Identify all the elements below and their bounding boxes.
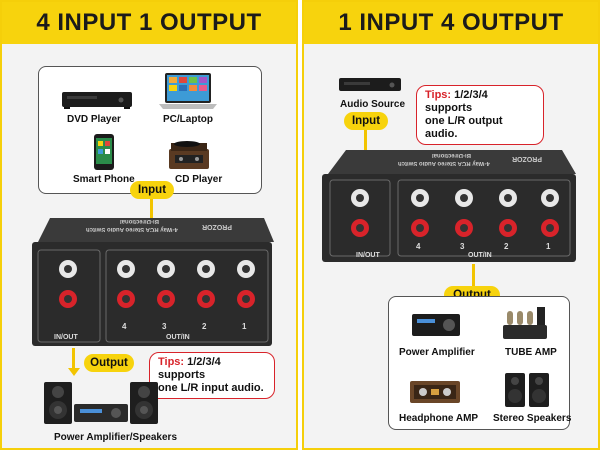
port-2-label: 2 xyxy=(202,322,207,331)
dvd-player-icon xyxy=(62,92,132,109)
right-panel: 1 INPUT 4 OUTPUT Audio Source Tips: 1/2/… xyxy=(302,0,600,450)
right-switch-model-line1: Bi-Directional xyxy=(432,152,472,158)
in-out-label: IN/OUT xyxy=(54,334,78,341)
tube-amp-icon xyxy=(503,307,547,339)
right-input-pill: Input xyxy=(344,112,388,130)
power-amplifier-icon xyxy=(412,314,460,336)
left-title: 4 INPUT 1 OUTPUT xyxy=(36,9,262,36)
smart-phone-label: Smart Phone xyxy=(73,174,135,185)
port-3-label: 3 xyxy=(162,322,167,331)
right-banner: 1 INPUT 4 OUTPUT xyxy=(304,2,598,44)
left-banner: 4 INPUT 1 OUTPUT xyxy=(2,2,296,44)
switch-model-line1: Bi-Directional xyxy=(120,218,160,224)
tube-amp-label: TUBE AMP xyxy=(505,347,557,358)
port-1-label: 1 xyxy=(242,322,247,331)
right-tip-box: Tips: 1/2/3/4 supports one L/R output au… xyxy=(416,85,544,145)
right-audio-switch xyxy=(322,150,576,262)
switch-model-line2: 4-Way RCA Stereo Audio Switch xyxy=(86,226,178,232)
left-tip-box: Tips: 1/2/3/4 supports one L/R input aud… xyxy=(149,352,275,399)
right-input-arrow-line xyxy=(364,112,367,176)
right-port-3-label: 3 xyxy=(460,242,465,251)
dvd-player-label: DVD Player xyxy=(67,114,121,125)
right-port-4-label: 4 xyxy=(416,242,421,251)
output-device-label: Power Amplifier/Speakers xyxy=(54,432,178,443)
stereo-speakers-icon xyxy=(505,373,549,407)
right-in-out-label: IN/OUT xyxy=(356,252,380,259)
right-title: 1 INPUT 4 OUTPUT xyxy=(338,9,564,36)
audio-switch-front xyxy=(32,218,274,346)
out-in-label: OUT/IN xyxy=(166,334,190,341)
source-devices-box: DVD Player PC/Laptop xyxy=(38,66,262,194)
left-tip-line2: one L/R input audio. xyxy=(158,382,264,394)
right-tip-line1: 1/2/3/4 supports xyxy=(425,89,488,114)
right-output-arrow-line xyxy=(472,264,475,290)
output-arrow-line xyxy=(72,348,75,370)
right-port-1-label: 1 xyxy=(546,242,551,251)
switch-brand: PROZOR xyxy=(202,223,232,230)
left-tip-prefix: Tips: xyxy=(158,356,185,368)
left-tip-line1: 1/2/3/4 supports xyxy=(158,356,221,381)
right-out-in-label: OUT/IN xyxy=(468,252,492,259)
headphone-amp-icon xyxy=(410,381,460,403)
input-pill: Input xyxy=(130,181,174,199)
stereo-speakers-label: Stereo Speakers xyxy=(493,413,572,424)
output-arrow-head xyxy=(67,368,80,376)
right-switch-model-line2: 4-Way RCA Stereo Audio Switch xyxy=(398,160,490,166)
pc-laptop-label: PC/Laptop xyxy=(163,114,213,125)
power-amplifier-label: Power Amplifier xyxy=(399,347,475,358)
audio-source-label: Audio Source xyxy=(340,99,406,110)
right-port-2-label: 2 xyxy=(504,242,509,251)
output-pill: Output xyxy=(84,354,134,372)
headphone-amp-label: Headphone AMP xyxy=(399,413,479,424)
speakers-amp-icon xyxy=(44,382,158,424)
laptop-icon xyxy=(159,73,217,109)
port-4-label: 4 xyxy=(122,322,127,331)
audio-source-icon xyxy=(339,78,401,91)
cd-player-icon xyxy=(169,141,209,169)
smartphone-icon xyxy=(94,134,114,170)
input-arrow-line xyxy=(150,194,153,228)
right-tip-line2: one L/R output audio. xyxy=(425,115,503,140)
right-tip-prefix: Tips: xyxy=(425,89,452,101)
cd-player-label: CD Player xyxy=(175,174,223,185)
left-panel: 4 INPUT 1 OUTPUT DVD Player xyxy=(0,0,298,450)
output-devices-box: Power Amplifier TUBE AMP Headphone AMP xyxy=(388,296,572,430)
right-switch-brand: PROZOR xyxy=(512,155,542,162)
